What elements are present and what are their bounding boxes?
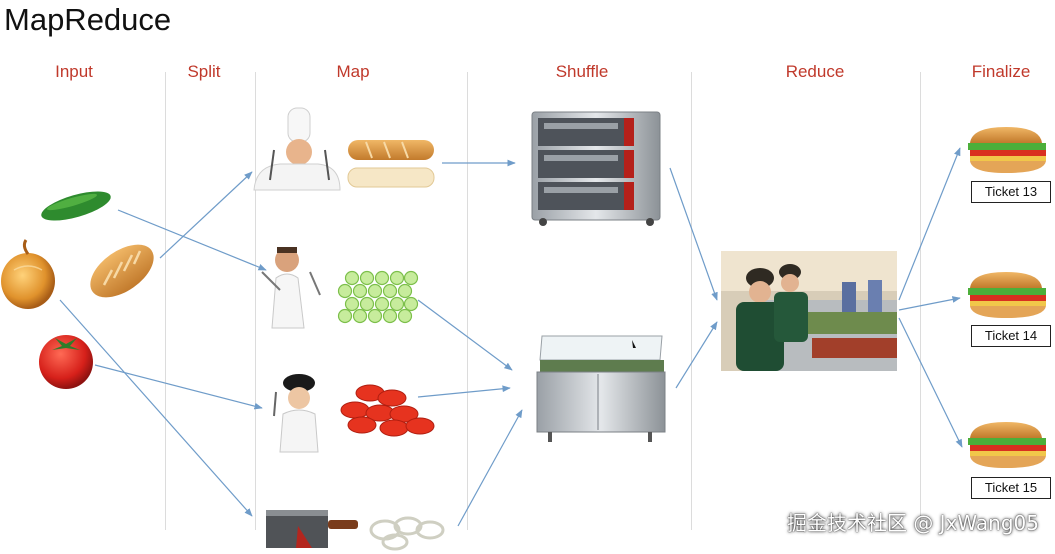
column-divider <box>691 72 692 530</box>
ticket-label: Ticket 14 <box>971 325 1051 347</box>
sliced-cucumber-icon <box>337 270 419 324</box>
flow-arrow <box>898 317 963 448</box>
chef-icon <box>261 247 321 329</box>
column-header-reduce: Reduce <box>785 62 845 81</box>
flow-arrow <box>417 385 511 398</box>
sliced-bread-icon <box>347 140 435 188</box>
salad-fridge-counter-icon <box>536 335 666 442</box>
flow-arrow <box>898 147 961 301</box>
flow-arrow <box>417 299 513 371</box>
flow-arrow <box>159 171 253 259</box>
sandwich-icon <box>968 422 1046 468</box>
flow-arrow <box>457 409 523 527</box>
flow-arrow <box>898 296 961 311</box>
column-header-split: Split <box>187 62 221 81</box>
page-title: MapReduce <box>4 2 172 37</box>
cucumber-icon <box>41 191 111 221</box>
bread-icon <box>90 244 154 298</box>
onion-icon <box>1 239 55 309</box>
ticket-label: Ticket 13 <box>971 181 1051 203</box>
flow-arrow <box>669 167 718 301</box>
column-divider <box>467 72 468 530</box>
column-divider <box>165 72 166 530</box>
head-chef-icon <box>253 107 341 191</box>
tomato-icon <box>39 335 93 389</box>
oven-icon <box>531 111 661 226</box>
sliced-onion-icon <box>369 516 445 551</box>
column-divider <box>920 72 921 530</box>
sandwich-icon <box>968 272 1046 318</box>
column-header-shuffle: Shuffle <box>555 62 609 81</box>
flow-arrow <box>59 299 253 517</box>
sliced-tomato-icon <box>340 384 435 437</box>
column-header-finalize: Finalize <box>971 62 1031 81</box>
sandwich-assembly-line-icon <box>721 251 897 371</box>
cleaver-icon <box>266 510 358 548</box>
column-header-map: Map <box>336 62 370 81</box>
column-header-input: Input <box>55 62 93 81</box>
ticket-label: Ticket 15 <box>971 477 1051 499</box>
flow-arrow <box>675 321 718 389</box>
sandwich-icon <box>968 127 1046 173</box>
chef-icon <box>273 374 319 453</box>
flow-arrow <box>94 364 263 410</box>
column-divider <box>255 72 256 530</box>
flow-arrow <box>117 209 267 271</box>
watermark: 掘金技术社区 @ JxWang05 <box>786 511 1039 535</box>
